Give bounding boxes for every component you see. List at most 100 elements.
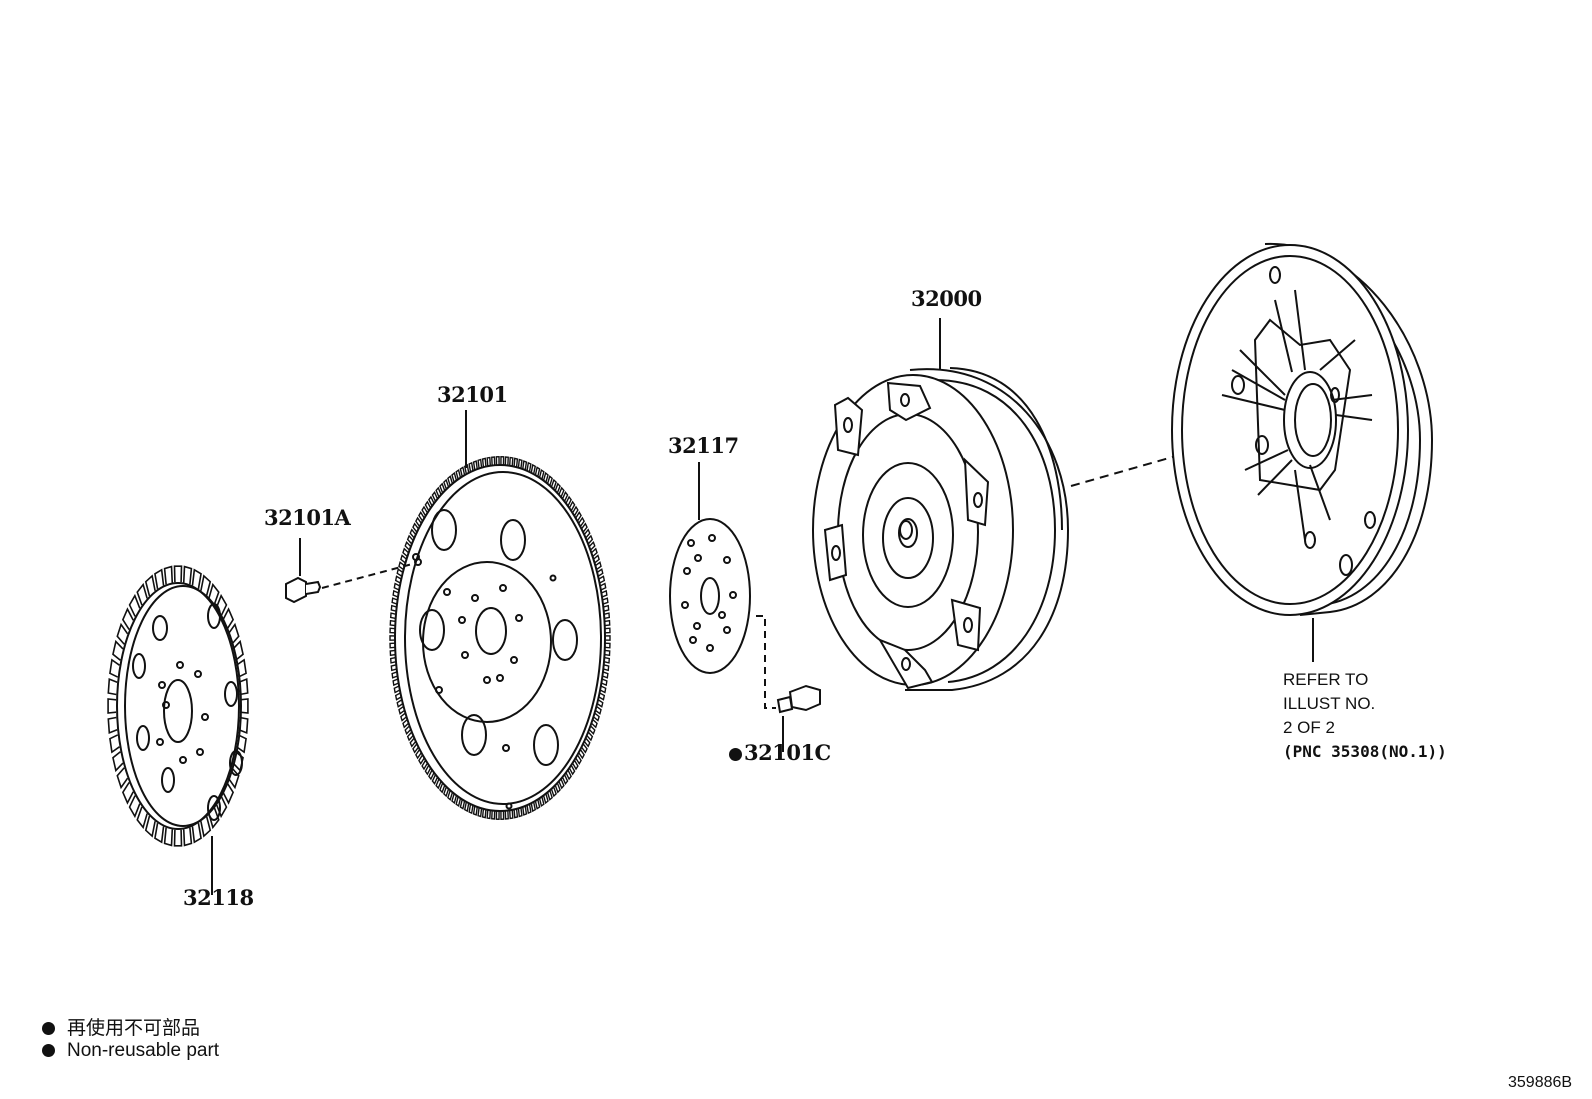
gear-tooth [236,734,247,754]
gear-tooth [477,807,483,818]
gear-tooth [604,619,611,627]
gear-tooth [472,805,478,816]
part-label-32101: 32101 [437,382,508,407]
gear-tooth [571,759,579,771]
gear-tooth [392,589,399,598]
gear-tooth [603,664,610,672]
gear-tooth [412,743,420,754]
gear-tooth [571,505,579,517]
gear-tooth [495,810,500,820]
gear-tooth [491,456,496,466]
gear-tooth [439,482,446,494]
refer-line-3: 2 OF 2 [1283,718,1335,737]
gear-tooth [107,716,118,734]
gear-tooth [604,627,611,634]
gear-tooth [443,478,450,490]
gear-tooth [232,639,244,661]
gear-tooth [393,582,401,591]
gear-tooth [392,678,399,687]
gear-tooth [222,607,235,631]
gear-tooth [121,607,134,631]
gear-tooth [517,458,523,469]
gear-tooth [495,456,500,466]
gear-tooth [459,799,466,810]
gear-tooth [542,471,549,483]
gear-tooth [389,627,396,634]
gear-tooth [546,475,553,486]
gear-tooth [583,528,591,539]
gear-tooth [222,781,235,805]
gear-tooth [409,528,417,539]
gear-tooth [435,486,442,498]
bolt-32101C [756,615,821,752]
gear-tooth [191,822,202,844]
part-label-32117: 32117 [668,433,739,458]
gear-tooth [227,622,240,645]
gear-tooth [583,737,591,748]
gear-tooth [389,642,396,649]
gear-tooth [121,781,134,805]
gear-tooth [236,658,247,678]
gear-tooth [477,458,483,469]
gear-tooth [428,769,435,781]
gear-tooth [517,807,523,818]
gear-tooth [500,810,505,820]
gear-tooth [191,568,202,590]
gear-tooth [173,565,183,583]
gear-tooth [578,749,585,760]
gear-tooth [550,786,557,798]
oil-pump-assembly [1171,242,1434,662]
gear-tooth [538,468,545,480]
gear-tooth [418,510,425,522]
part-label-32101C-text: 32101C [744,740,831,765]
refer-note: REFER TO ILLUST NO. 2 OF 2 (PNC 35308(NO… [1283,668,1447,764]
gear-tooth [107,698,117,714]
gear-tooth [459,466,466,477]
refer-line-1: REFER TO [1283,670,1369,689]
gear-tooth [391,597,398,605]
illustration-number: 359886B [1508,1074,1573,1091]
legend-jp-text: 再使用不可部品 [67,1018,201,1039]
gear-tooth [389,619,396,627]
gear-tooth [412,522,420,533]
gear-tooth [163,565,174,585]
gear-tooth [598,692,606,701]
gear-tooth [402,718,410,729]
gear-tooth [594,705,602,715]
gear-tooth [136,582,148,606]
gear-tooth [415,516,422,527]
gear-tooth [561,491,569,502]
bolt-32101A [285,538,422,604]
gear-tooth [421,759,429,771]
gear-tooth [144,815,156,838]
drive-plate-32101 [389,410,611,820]
gear-tooth [402,547,410,558]
gear-tooth [389,612,397,620]
gear-tooth [601,678,608,687]
gear-tooth [604,642,611,649]
gear-tooth [509,456,514,467]
gear-tooth [491,810,496,820]
gear-tooth [568,500,576,512]
gear-tooth [590,718,598,729]
gear-tooth [424,764,432,776]
sensor-plate-32118 [107,565,249,895]
legend-en: Non-reusable part [42,1040,219,1062]
gear-tooth [200,574,212,597]
non-reusable-marker [729,748,742,761]
gear-tooth [109,658,120,678]
gear-tooth [599,582,607,591]
gear-tooth [593,712,600,722]
gear-tooth [558,778,565,790]
gear-tooth [389,635,396,641]
gear-tooth [393,685,401,694]
gear-tooth [396,699,404,708]
gear-tooth [447,475,454,486]
gear-tooth [418,754,425,766]
gear-tooth [154,568,165,590]
gear-tooth [565,769,572,781]
gear-tooth [481,808,487,819]
gear-tooth [182,827,193,847]
gear-tooth [596,568,604,577]
